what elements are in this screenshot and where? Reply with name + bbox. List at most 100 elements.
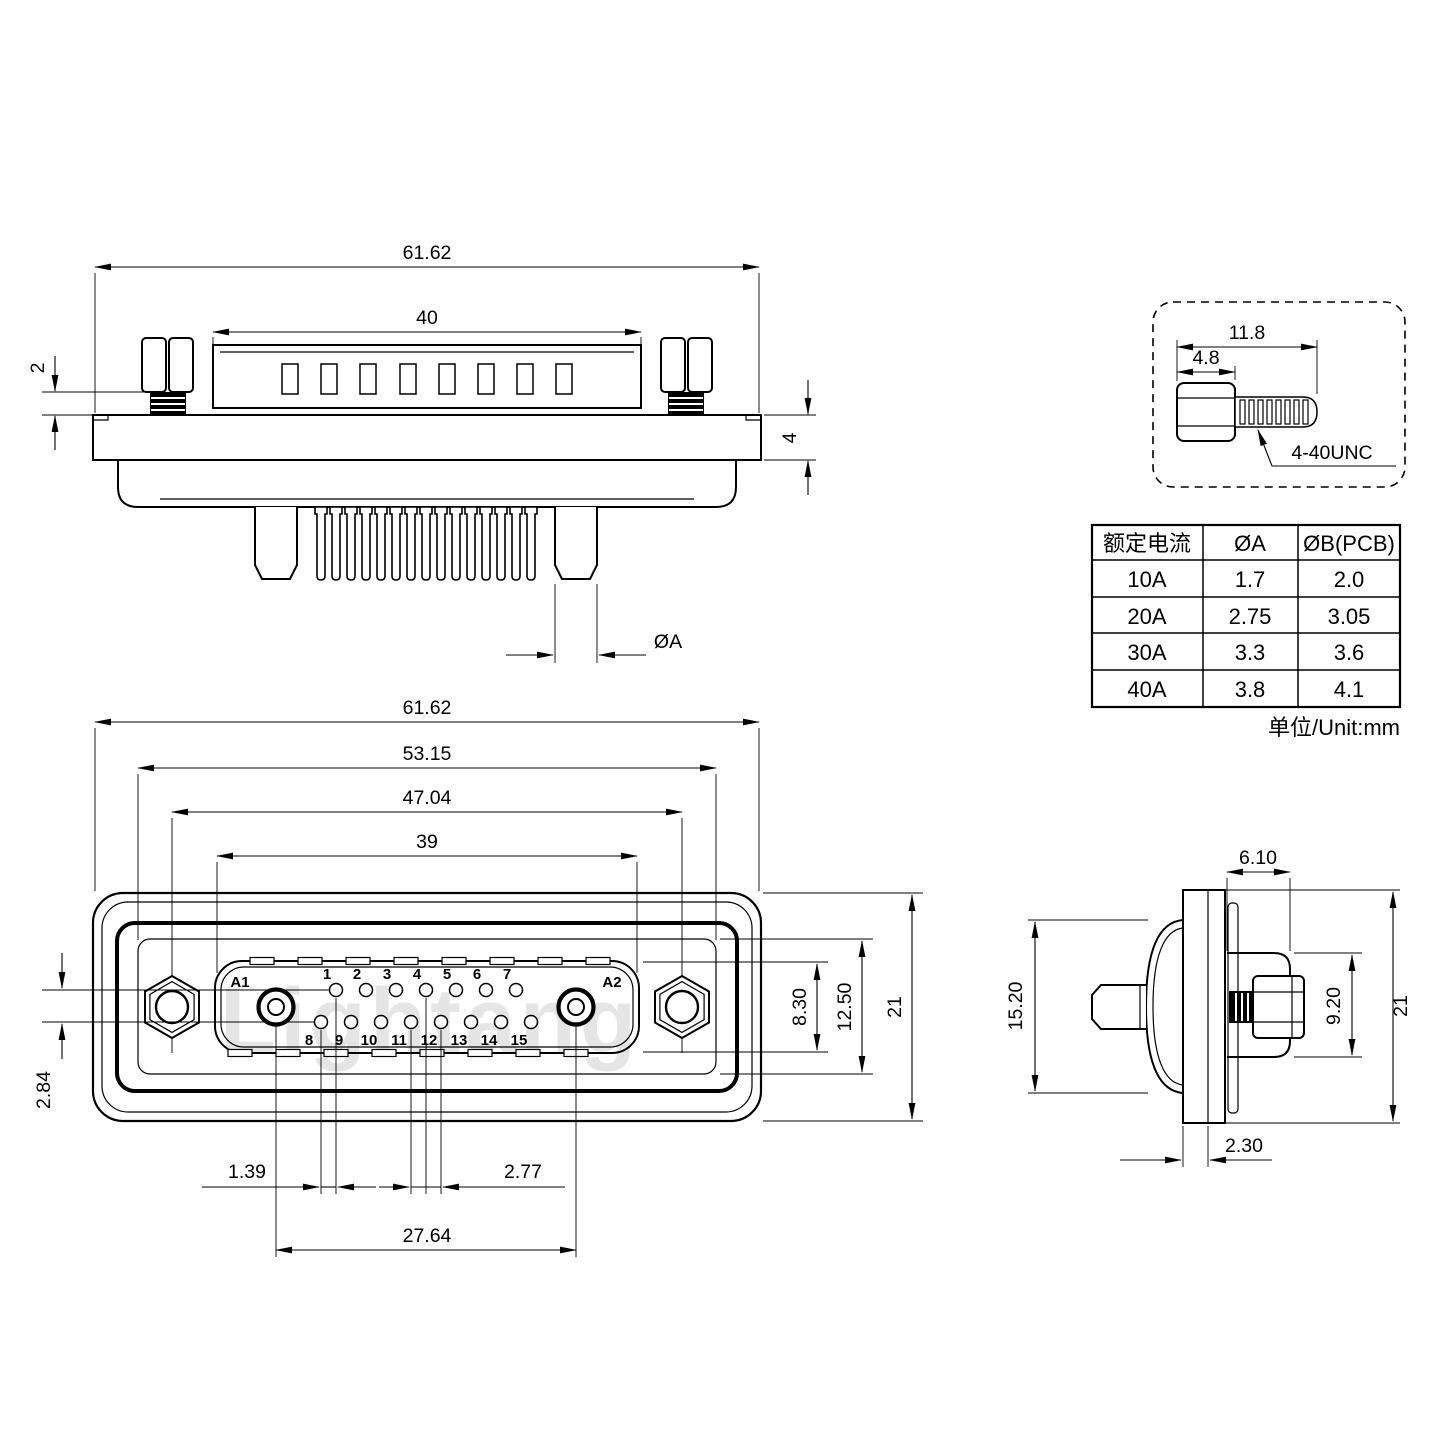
svg-text:3.3: 3.3 — [1235, 640, 1266, 665]
detail-border — [1152, 301, 1406, 488]
pin-circle — [358, 982, 374, 998]
rear-shell — [117, 460, 737, 508]
dim-side-overall-height: 21 — [1225, 889, 1412, 1124]
dim-power-pin-diameter: ØA — [506, 584, 682, 663]
top-view: 61.62 40 2 4 ØA — [27, 242, 816, 663]
pin-circle — [373, 1014, 389, 1030]
dim-screw-standoff: 2 — [27, 356, 145, 450]
svg-text:2.77: 2.77 — [504, 1161, 542, 1183]
svg-text:13: 13 — [451, 1032, 468, 1049]
table-row: 30A 3.3 3.6 — [1127, 640, 1364, 665]
svg-text:12.50: 12.50 — [834, 982, 856, 1031]
svg-text:8: 8 — [305, 1032, 313, 1049]
svg-text:4.1: 4.1 — [1334, 677, 1365, 702]
insulator-windows — [281, 363, 573, 395]
dim-insulator-width: 40 — [212, 307, 642, 345]
svg-text:4-40UNC: 4-40UNC — [1291, 442, 1372, 464]
pin-circle — [343, 1014, 359, 1030]
svg-text:61.62: 61.62 — [403, 697, 452, 719]
pin-circle — [508, 982, 524, 998]
side-view: 6.10 15.20 9.20 21 2.30 — [1005, 847, 1412, 1167]
svg-text:4: 4 — [413, 966, 422, 983]
dim-side-flange-thickness: 2.30 — [1120, 1126, 1272, 1167]
svg-text:2: 2 — [27, 363, 49, 374]
thread-ridges — [1239, 399, 1309, 425]
dim-pin-pitch: 2.77 — [379, 1161, 565, 1191]
svg-text:15: 15 — [511, 1032, 528, 1049]
svg-text:40: 40 — [416, 307, 438, 329]
svg-text:11.8: 11.8 — [1229, 322, 1266, 344]
power-pin — [254, 506, 298, 580]
table-header-current: 额定电流 — [1103, 531, 1191, 556]
svg-text:12: 12 — [421, 1032, 438, 1049]
dim-row-gap: 2.84 — [33, 953, 66, 1109]
side-power-pin — [1091, 984, 1146, 1030]
svg-text:5: 5 — [443, 966, 451, 983]
svg-text:30A: 30A — [1127, 640, 1166, 665]
table-row: 40A 3.8 4.1 — [1127, 677, 1364, 702]
pin-circle — [433, 1014, 449, 1030]
pin-circle — [523, 1014, 539, 1030]
dim-opening-height: 8.30 — [643, 961, 828, 1053]
mounting-nut-right — [653, 974, 711, 1040]
front-shell-frame — [115, 921, 739, 1093]
svg-text:1.7: 1.7 — [1235, 567, 1266, 592]
svg-text:39: 39 — [416, 831, 438, 853]
svg-text:61.62: 61.62 — [403, 242, 452, 264]
svg-text:47.04: 47.04 — [403, 787, 452, 809]
svg-text:2.75: 2.75 — [1229, 604, 1272, 629]
svg-text:ØA: ØA — [654, 631, 682, 653]
power-contact-a2: A2 — [556, 974, 622, 1027]
solder-pins — [254, 506, 598, 581]
svg-text:2.84: 2.84 — [33, 1071, 55, 1109]
pin-circle — [478, 982, 494, 998]
svg-text:3.8: 3.8 — [1235, 677, 1266, 702]
svg-text:6.10: 6.10 — [1239, 847, 1277, 869]
pin-circle — [313, 1014, 329, 1030]
svg-text:4: 4 — [779, 432, 801, 443]
front-view: 61.62 53.15 47.04 39 Lightang — [33, 697, 923, 1257]
svg-text:53.15: 53.15 — [403, 743, 452, 765]
dim-power-pin-spacing: 27.64 — [275, 1225, 577, 1254]
pin-circle — [493, 1014, 509, 1030]
dim-boss-diameter: 9.20 — [1294, 952, 1362, 1058]
svg-text:3.05: 3.05 — [1328, 604, 1371, 629]
dim-opening-width: 39 — [216, 831, 638, 860]
dim-screw-total-length: 11.8 — [1176, 322, 1318, 394]
front-panel — [137, 938, 717, 1075]
table-row: 20A 2.75 3.05 — [1127, 604, 1370, 629]
svg-text:A2: A2 — [602, 974, 621, 991]
dim-mount-hole-spacing: 47.04 — [171, 787, 683, 816]
pin-circle — [418, 982, 434, 998]
svg-text:40A: 40A — [1127, 677, 1166, 702]
svg-text:8.30: 8.30 — [789, 988, 811, 1026]
svg-text:1: 1 — [323, 966, 331, 983]
dim-flange-thickness: 4 — [764, 380, 816, 495]
dim-top-overall-width: 61.62 — [94, 242, 760, 413]
power-pin — [554, 506, 598, 580]
d-opening-inner — [220, 966, 634, 1048]
svg-text:2: 2 — [353, 966, 361, 983]
mounting-nut-left — [143, 974, 201, 1040]
table-row: 10A 1.7 2.0 — [1127, 567, 1364, 592]
svg-text:21: 21 — [884, 996, 906, 1018]
svg-text:20A: 20A — [1127, 604, 1166, 629]
insulator-body — [212, 344, 642, 409]
svg-text:2.30: 2.30 — [1225, 1135, 1263, 1157]
pin-circle — [388, 982, 404, 998]
dim-front-overall-height: 21 — [763, 892, 923, 1122]
left-jackscrew — [141, 337, 194, 415]
svg-text:4.8: 4.8 — [1192, 347, 1219, 369]
side-flange — [1182, 889, 1226, 1124]
spec-table: 额定电流 ØA ØB(PCB) 10A 1.7 2.0 20A 2.75 3.0… — [1090, 523, 1402, 740]
table-header-dia-a: ØA — [1234, 531, 1266, 556]
svg-text:3.6: 3.6 — [1334, 640, 1365, 665]
side-jackscrew — [1229, 975, 1305, 1039]
pin-row-top: 1 2 3 4 5 6 7 — [323, 966, 524, 998]
pin-circle — [403, 1014, 419, 1030]
svg-text:3: 3 — [383, 966, 391, 983]
svg-text:10A: 10A — [1127, 567, 1166, 592]
flange-plate — [92, 414, 762, 461]
dim-front-shell-height: 12.50 — [720, 938, 873, 1075]
